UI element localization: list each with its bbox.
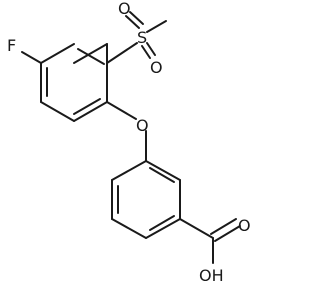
bond: [145, 218, 181, 239]
sulfur-label: S: [137, 28, 147, 47]
bond: [111, 160, 147, 181]
aromatic-double-bond: [73, 98, 101, 115]
double-bond: [141, 45, 151, 59]
aromatic-double-bond: [149, 215, 175, 231]
bond: [40, 101, 75, 122]
double-bond: [210, 218, 237, 235]
ether-oxygen-label: O: [136, 116, 149, 135]
aromatic-double-bond: [149, 167, 175, 183]
sulfonyl-oxygen-label: O: [150, 58, 163, 77]
double-bond: [146, 42, 156, 56]
bond: [40, 43, 75, 64]
bond: [106, 101, 137, 120]
bond: [21, 51, 42, 64]
lower-benzene-ring: [111, 160, 181, 239]
sulfonyl-oxygen-label: O: [118, 0, 131, 18]
bond: [179, 218, 214, 239]
methylsulfonyl-group: [106, 11, 167, 64]
double-bond: [214, 225, 241, 242]
bond: [73, 101, 108, 122]
aromatic-double-bond: [77, 48, 105, 65]
bond: [146, 20, 167, 33]
double-bond: [129, 11, 144, 25]
upper-benzene-ring: [40, 43, 108, 122]
carboxylic-acid-group: [179, 218, 241, 264]
bond: [73, 43, 108, 64]
double-bond: [125, 15, 140, 29]
bond: [111, 218, 147, 239]
fluorine-label: F: [7, 36, 16, 55]
carbonyl-oxygen-label: O: [238, 216, 251, 235]
bond: [106, 42, 138, 64]
bond: [145, 160, 181, 181]
hydroxyl-label: OH: [199, 266, 224, 285]
chemical-structure: F S O O O O OH: [7, 0, 251, 285]
